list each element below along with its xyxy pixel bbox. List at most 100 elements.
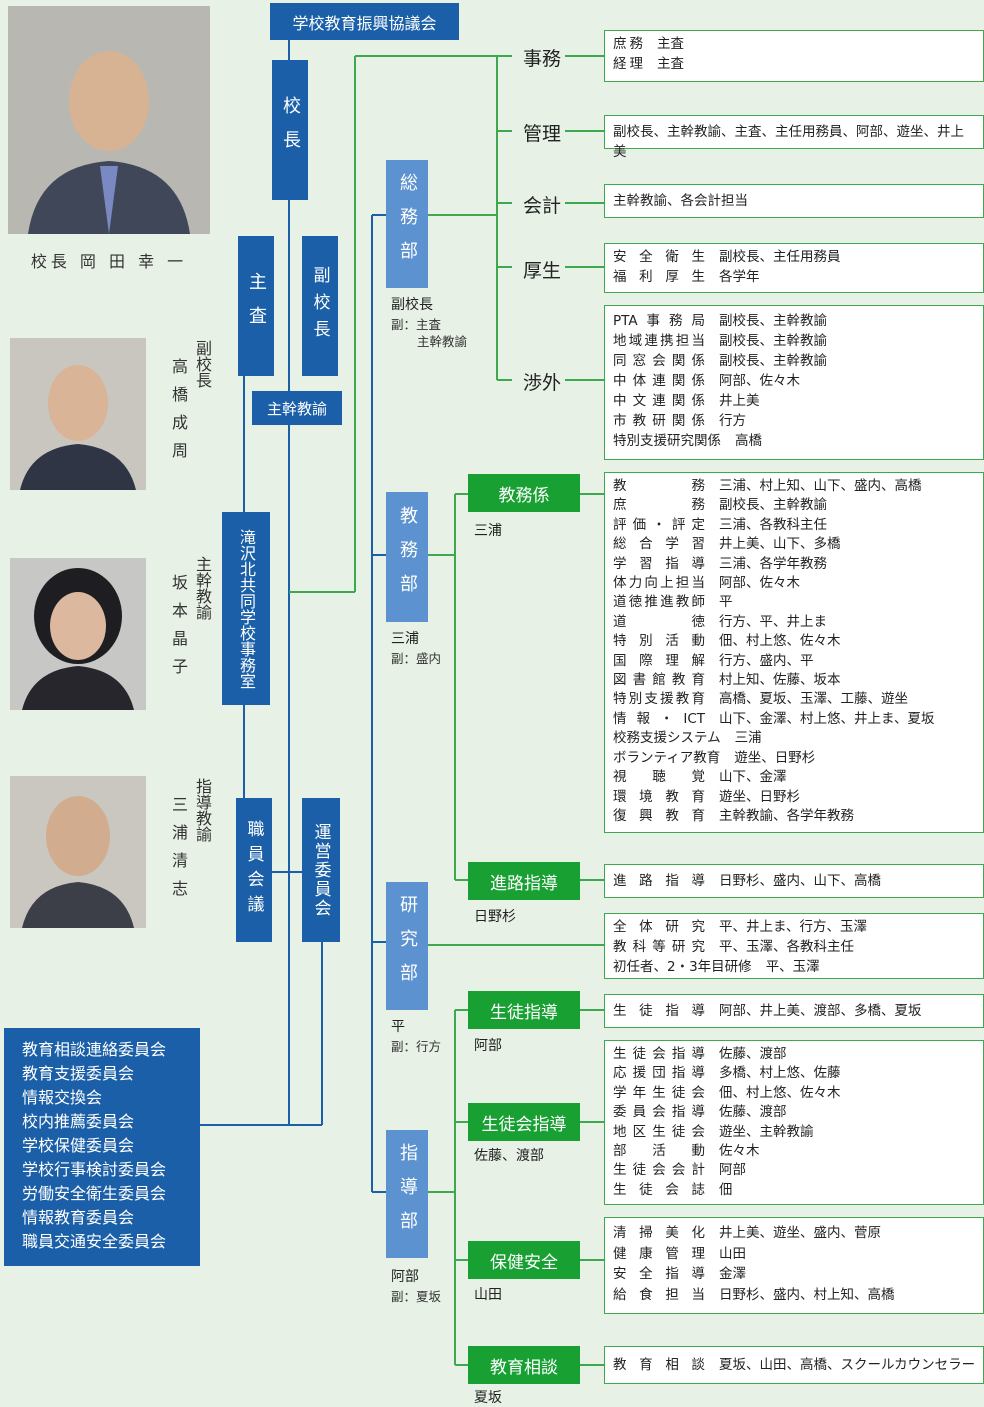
assignee-text: 佃、村上悠、佐々木	[719, 633, 841, 650]
dept-shido-head: 阿部	[391, 1269, 419, 1285]
vice-principal-box: 副校長	[302, 236, 338, 376]
box-seitokai: 生徒会指導佐藤、渡部 応援団指導多橋、村上悠、佐藤 学年生徒会佃、村上悠、佐々木…	[604, 1040, 984, 1205]
box-seito: 生徒指導阿部、井上美、渡部、多橋、夏坂	[604, 994, 984, 1028]
assignee-text: 副校長、主幹教諭	[719, 333, 827, 349]
assignee-text: 各学年	[719, 269, 760, 285]
guidance-teacher-name: 三浦清志	[169, 796, 188, 908]
dept-kyomu-head: 三浦	[391, 631, 419, 647]
duty-label: 生徒指導	[613, 1003, 705, 1019]
list-item: 評価・評定三浦、各教科主任	[613, 516, 975, 535]
assignee-text: 高橋、夏坂、玉澤、工藤、遊坐	[719, 691, 908, 708]
assignee-text: 多橋、村上悠、佐藤	[719, 1065, 841, 1082]
list-item: 全体研究平、井上ま、行方、玉澤	[613, 917, 975, 937]
assignee-text: 遊坐、日野杉	[734, 749, 816, 766]
assignee-text: 平、井上ま、行方、玉澤	[719, 919, 867, 935]
assignee-text: 平、玉澤、各教科主任	[719, 939, 854, 955]
list-item: 特別支援研究関係高橋	[613, 431, 975, 451]
list-item: 特別活動佃、村上悠、佐々木	[613, 632, 975, 651]
assignee-text: 行方、盛内、平	[719, 652, 814, 669]
list-item: 道徳推進教師平	[613, 593, 975, 612]
principal-caption: 校長 岡 田 幸 一	[30, 252, 188, 271]
duty-label: 地域連携担当	[613, 333, 705, 349]
duty-label: 進路指導	[613, 873, 705, 889]
list-item: 福利厚生各学年	[613, 267, 975, 287]
duty-label: 生徒会会計	[613, 1162, 705, 1179]
duty-label: 福利厚生	[613, 269, 705, 285]
list-item: 特別支援教育高橋、夏坂、玉澤、工藤、遊坐	[613, 690, 975, 709]
duty-label: 生徒会誌	[613, 1181, 705, 1198]
list-item: 体力向上担当阿部、佐々木	[613, 574, 975, 593]
group-hoken-head: 山田	[474, 1287, 502, 1303]
group-seitokai: 生徒会指導	[468, 1103, 580, 1141]
list-item: 復興教育主幹教諭、各学年教務	[613, 807, 975, 826]
list-item: 総合学習井上美、山下、多橋	[613, 535, 975, 554]
box-shogai: PTA事務局副校長、主幹教諭 地域連携担当副校長、主幹教諭 同窓会関係副校長、主…	[604, 305, 984, 460]
assignee-text: 阿部、佐々木	[719, 575, 800, 592]
duty-label: 生徒会指導	[613, 1046, 705, 1062]
vice-principal-photo	[10, 338, 146, 490]
assignee-text: 山下、金澤、村上悠、井上ま、夏坂	[719, 710, 935, 727]
list-item: 清掃美化井上美、遊坐、盛内、菅原	[613, 1223, 975, 1244]
box-kenkyu: 全体研究平、井上ま、行方、玉澤 教科等研究平、玉澤、各教科主任 初任者、2・3年…	[604, 913, 984, 979]
council-box: 学校教育振興協議会	[270, 3, 459, 40]
duty-label: 教務	[613, 478, 705, 494]
assignee-text: 山田	[719, 1245, 746, 1262]
assignee-text: 主査	[657, 56, 684, 72]
assignee-text: 佐々木	[719, 1143, 760, 1160]
assignee-text: 日野杉、盛内、山下、高橋	[719, 873, 881, 889]
list-item: 労働安全衛生委員会	[22, 1184, 167, 1203]
duty-label: 情報・ICT	[613, 710, 705, 727]
list-item: 地域連携担当副校長、主幹教諭	[613, 331, 975, 351]
list-item: 生徒会指導佐藤、渡部	[613, 1045, 975, 1064]
duty-label: 全体研究	[613, 919, 705, 935]
assignee-text: 副校長、主幹教諭	[719, 313, 827, 329]
duty-label: 経理	[613, 56, 643, 72]
duty-label: 中文連関係	[613, 393, 705, 409]
assignee-text: 井上美、山下、多橋	[719, 536, 841, 553]
list-item: 学校行事検討委員会	[22, 1160, 167, 1179]
list-item: 生徒会会計阿部	[613, 1161, 975, 1180]
duty-label: 道徳	[613, 613, 705, 630]
list-item: 教務三浦、村上知、山下、盛内、高橋	[613, 477, 975, 496]
assignee-text: 行方、平、井上ま	[719, 613, 827, 630]
assignee-text: 主幹教諭、各学年教務	[719, 807, 854, 824]
duty-label: 国際理解	[613, 652, 705, 669]
principal-box: 校長	[272, 60, 308, 200]
dept-soumu: 総務部	[386, 160, 428, 288]
list-item: 進路指導日野杉、盛内、山下、高橋	[613, 871, 975, 891]
assignee-text: 三浦、村上知、山下、盛内、高橋	[719, 478, 922, 494]
committee-list: 教育相談連絡委員会 教育支援委員会 情報交換会 校内推薦委員会 学校保健委員会 …	[4, 1028, 200, 1266]
dept-soumu-sub2: 主幹教諭	[417, 334, 468, 349]
box-kanri: 副校長、主幹教諭、主査、主任用務員、阿部、遊坐、井上美	[604, 115, 984, 160]
list-item: 安全指導金澤	[613, 1264, 975, 1285]
duty-label: 健康管理	[613, 1245, 705, 1262]
group-soudan-head: 夏坂	[474, 1390, 502, 1406]
duty-label: 委員会指導	[613, 1104, 705, 1121]
group-shinro-head: 日野杉	[474, 909, 516, 925]
duty-label: 教育相談	[613, 1357, 705, 1373]
list-item: 職員交通安全委員会	[22, 1232, 167, 1251]
guidance-teacher-photo	[10, 776, 146, 928]
lead-teacher-photo	[10, 558, 146, 710]
assignee-text: 井上美、遊坐、盛内、菅原	[719, 1225, 881, 1241]
list-item: 学年生徒会佃、村上悠、佐々木	[613, 1084, 975, 1103]
assignee-text: 阿部	[719, 1162, 746, 1179]
assignee-text: 佃	[719, 1181, 733, 1198]
list-item: 給食担当日野杉、盛内、村上知、高橋	[613, 1285, 975, 1306]
duty-label: 学年生徒会	[613, 1084, 705, 1101]
dept-soumu-head: 副校長	[391, 297, 433, 313]
assignee-text: 井上美	[719, 393, 760, 409]
box-shinro: 進路指導日野杉、盛内、山下、高橋	[604, 864, 984, 898]
assignee-text: 金澤	[719, 1266, 746, 1282]
box-kousei: 安全衛生副校長、主任用務員 福利厚生各学年	[604, 243, 984, 293]
duty-label: 視聴覚	[613, 769, 705, 786]
list-item: 視聴覚山下、金澤	[613, 768, 975, 787]
duty-label: PTA事務局	[613, 313, 705, 329]
duty-label: 特別活動	[613, 633, 705, 650]
list-item: 市教研関係行方	[613, 411, 975, 431]
duty-label: 安全衛生	[613, 249, 705, 265]
assignee-text: 佐藤、渡部	[719, 1046, 787, 1062]
cat-shogai: 渉外	[523, 372, 562, 394]
box-jimu: 庶務主査 経理主査	[604, 30, 984, 82]
